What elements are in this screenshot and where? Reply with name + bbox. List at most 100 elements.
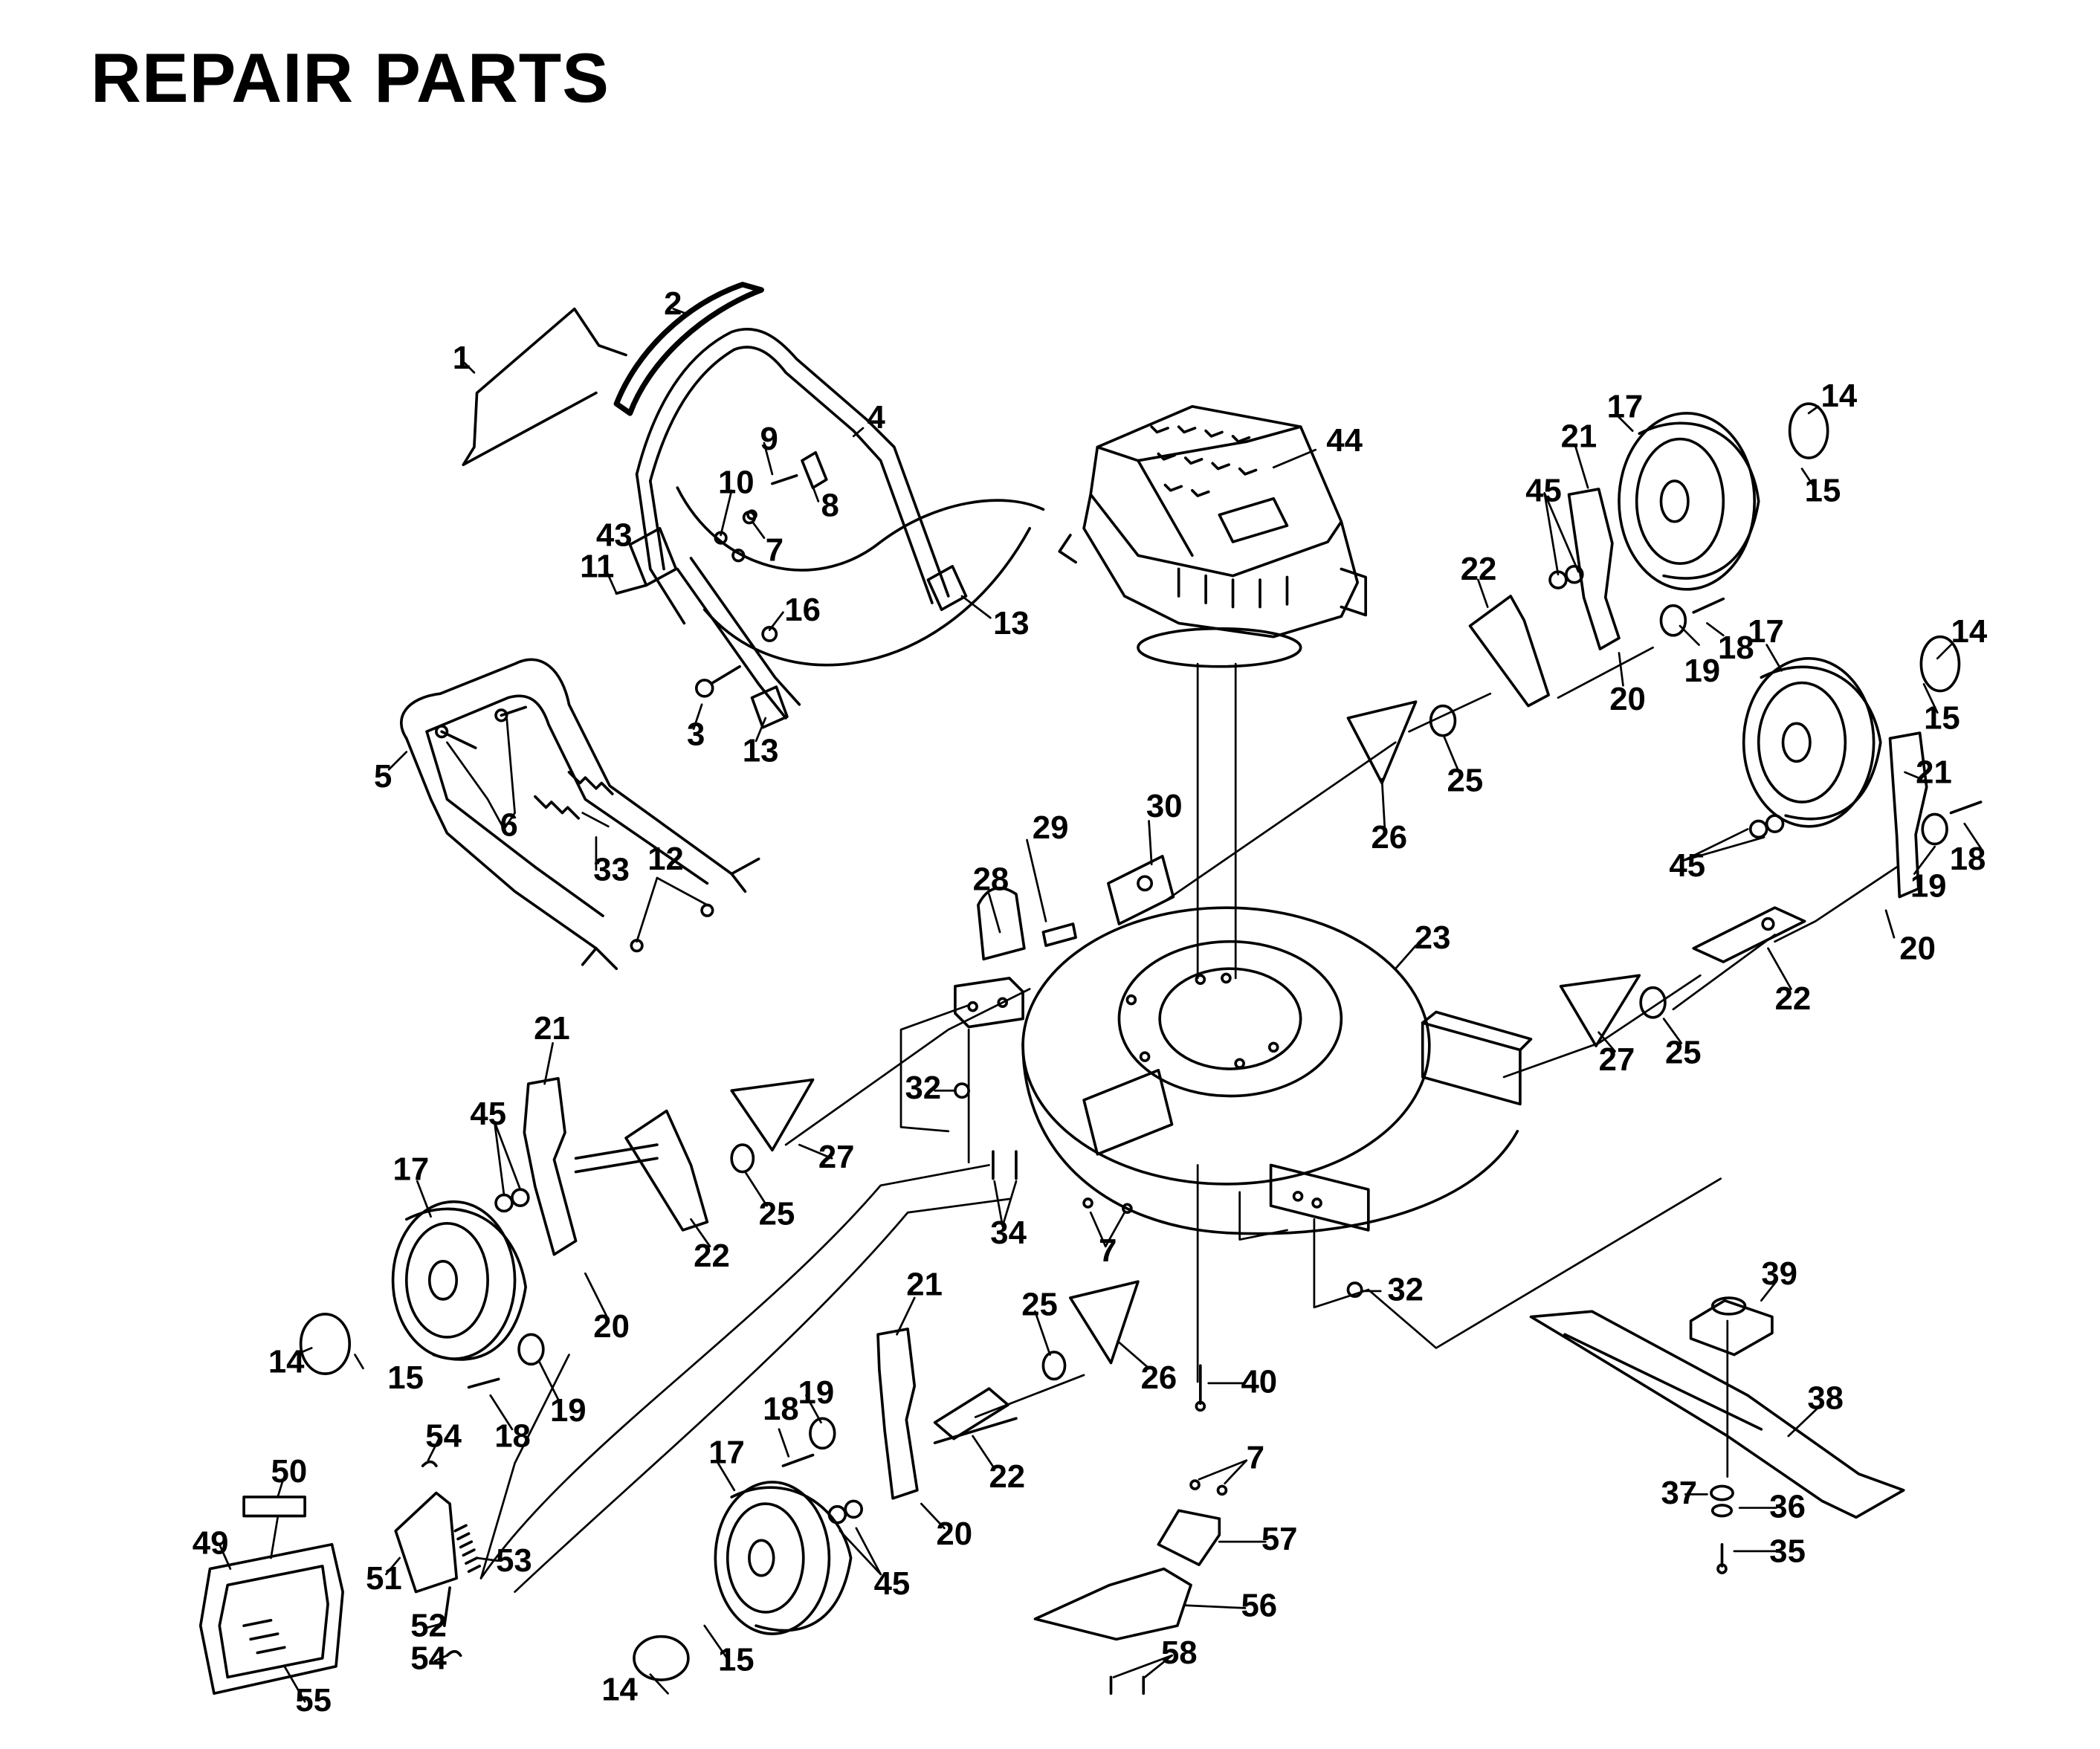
callout-32-upper: 32 xyxy=(905,1070,941,1106)
wheel-17-left-rear xyxy=(714,1481,853,1635)
callout-15-right-mid: 15 xyxy=(1924,700,1960,737)
callout-4: 4 xyxy=(867,399,885,436)
hubcap-14-left-front xyxy=(299,1313,352,1375)
adjuster-plate-27-right-mid xyxy=(1559,974,1641,1047)
callout-17-left-front: 17 xyxy=(393,1151,430,1187)
bracket-57 xyxy=(1157,1509,1221,1566)
height-adjuster-bracket-28 xyxy=(977,887,1026,961)
screws-58 xyxy=(1109,1675,1146,1695)
callout-37: 37 xyxy=(1661,1475,1697,1511)
callout-29: 29 xyxy=(1033,809,1069,846)
engine-mount-lines xyxy=(1196,662,1237,1383)
nut-32-upper xyxy=(954,1082,970,1099)
washers-45-left-front xyxy=(494,1188,530,1213)
callout-56: 56 xyxy=(1241,1587,1277,1623)
callout-5: 5 xyxy=(374,758,392,795)
washer-25-left-front xyxy=(730,1143,755,1174)
adjuster-plate-26-right-top xyxy=(1346,700,1418,785)
callout-3: 3 xyxy=(687,716,705,752)
cable-clip-13-upper xyxy=(926,565,968,612)
callout-23: 23 xyxy=(1415,919,1451,956)
callout-21-right-top: 21 xyxy=(1561,418,1597,454)
callout-36: 36 xyxy=(1769,1488,1806,1525)
clips-54 xyxy=(421,1460,462,1658)
blade-38 xyxy=(1529,1310,1905,1519)
washer-37 xyxy=(1710,1484,1734,1501)
springs-33 xyxy=(534,771,614,820)
hinge-clips-12 xyxy=(630,903,714,953)
callout-28: 28 xyxy=(973,861,1009,897)
callout-9: 9 xyxy=(760,421,778,457)
callout-15-left-rear: 15 xyxy=(718,1641,755,1678)
wheel-17-right-mid xyxy=(1742,656,1882,828)
callout-10: 10 xyxy=(718,464,755,500)
callout-21-right-mid: 21 xyxy=(1916,754,1952,790)
callout-26-right-top: 26 xyxy=(1371,819,1407,856)
control-cable xyxy=(676,486,1045,667)
callout-21-left-rear: 21 xyxy=(906,1266,943,1302)
callout-58: 58 xyxy=(1161,1635,1198,1671)
hubcap-14-right-top xyxy=(1788,402,1829,459)
callout-53: 53 xyxy=(496,1542,532,1579)
hubcap-14-right-mid xyxy=(1919,635,1961,693)
callout-45-right-top: 45 xyxy=(1525,472,1562,508)
bolt-18-right-top xyxy=(1692,597,1725,614)
cable-clip-13-lower xyxy=(750,685,789,729)
callout-17-right-top: 17 xyxy=(1607,388,1644,424)
handle-clip-8 xyxy=(801,450,828,489)
callout-19-left-rear: 19 xyxy=(798,1374,835,1411)
callout-20-left-rear: 20 xyxy=(936,1516,972,1552)
callout-45-left-rear: 45 xyxy=(874,1565,911,1602)
upper-handle xyxy=(635,328,950,625)
discharge-deflector-49 xyxy=(198,1542,344,1695)
callout-43: 43 xyxy=(596,517,633,554)
handle-bracket-43 xyxy=(628,527,678,587)
callout-16: 16 xyxy=(784,592,821,628)
nut-32-lower xyxy=(1346,1281,1363,1299)
wheel-17-left-front xyxy=(391,1200,527,1361)
callout-25-left-front: 25 xyxy=(759,1196,795,1232)
callout-22-left-rear: 22 xyxy=(989,1458,1025,1495)
nut-19-right-top xyxy=(1659,604,1687,637)
bolts-6 xyxy=(435,705,527,749)
callout-20-right-top: 20 xyxy=(1609,681,1646,717)
leader-lines xyxy=(218,308,1982,1703)
hinge-rod-52 xyxy=(442,1586,451,1627)
callout-14-right-mid: 14 xyxy=(1951,613,1988,650)
callout-labels: 1 2 3 4 5 6 7 7 7 8 9 10 11 12 13 13 14 … xyxy=(193,285,1988,1719)
callout-44: 44 xyxy=(1326,422,1363,459)
callout-27-right-mid: 27 xyxy=(1599,1041,1635,1078)
callout-27-left-front: 27 xyxy=(818,1139,855,1175)
callout-54-lower: 54 xyxy=(410,1640,447,1676)
nut-19-left-rear xyxy=(809,1417,836,1450)
callout-17-left-rear: 17 xyxy=(708,1434,745,1470)
axle-22-right-top xyxy=(1468,595,1551,708)
washer-25-right-mid xyxy=(1639,986,1667,1019)
deck-housing xyxy=(1021,906,1533,1235)
bolt-18-right-mid xyxy=(1949,801,1983,815)
callout-18-right-mid: 18 xyxy=(1950,841,1986,877)
callout-25-left-rear: 25 xyxy=(1021,1287,1058,1323)
callout-49: 49 xyxy=(193,1525,229,1562)
callout-13-lower: 13 xyxy=(743,732,779,769)
callout-14-left-front: 14 xyxy=(268,1343,305,1380)
washers-45-right-mid xyxy=(1748,814,1785,839)
lower-handle xyxy=(676,557,801,720)
callout-7-plug: 7 xyxy=(1247,1440,1264,1476)
deck-front-bracket xyxy=(954,977,1024,1029)
blade-bolt-35 xyxy=(1716,1542,1728,1574)
height-adjuster-bracket-30 xyxy=(1107,855,1175,925)
bolt-18-left-front xyxy=(467,1377,500,1389)
callout-25-right-top: 25 xyxy=(1447,762,1484,798)
height-lever-21-left-rear xyxy=(876,1328,919,1500)
nut-19-right-mid xyxy=(1921,812,1948,846)
spring-53 xyxy=(453,1524,482,1574)
washer-25-left-rear xyxy=(1041,1351,1067,1381)
callout-13-upper: 13 xyxy=(993,605,1030,641)
adjuster-plate-27-left-front xyxy=(730,1078,815,1152)
washers-45-left-rear xyxy=(827,1499,863,1525)
callout-26-left-rear: 26 xyxy=(1141,1360,1177,1396)
blade-adapter-39 xyxy=(1689,1296,1774,1357)
callout-6: 6 xyxy=(500,807,518,844)
hinge-bracket-51 xyxy=(394,1491,459,1594)
